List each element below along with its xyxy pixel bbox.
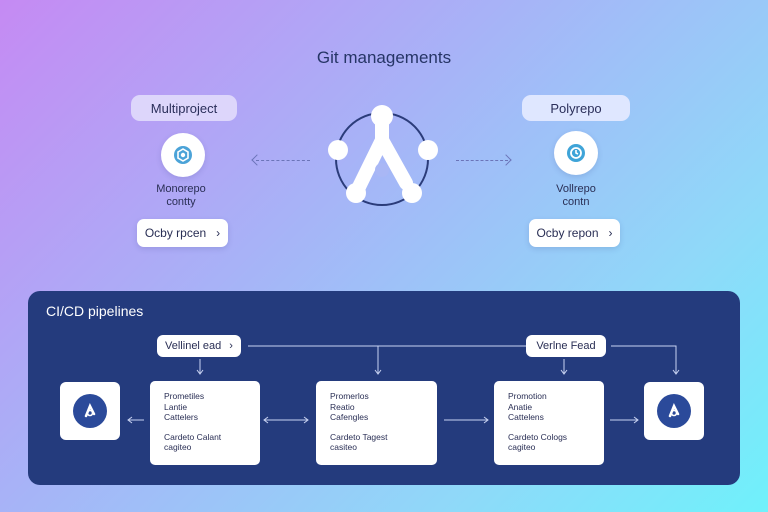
card-line: Cardeto Calant	[164, 431, 222, 442]
card-line: Cafengles	[330, 412, 369, 422]
card-line: cagiteo	[164, 442, 192, 452]
page-title: Git managements	[316, 48, 452, 67]
card-line: Lantie	[164, 401, 188, 412]
polyrepo-caption: Vollrepo contn	[521, 183, 631, 209]
left-repo-button-label: Ocby rpcen	[144, 226, 207, 240]
pipeline-source-box[interactable]	[60, 382, 120, 440]
polyrepo-label: Polyrepo	[522, 95, 630, 121]
left-dashed-connector	[256, 160, 310, 161]
card-line: Cardeto Cologs	[508, 431, 568, 442]
monorepo-icon	[161, 133, 205, 177]
cicd-panel-title: CI/CD pipelines	[46, 303, 144, 319]
arrow-left-icon	[251, 154, 263, 166]
pipeline-tag-left-label: Vellinel ead	[165, 340, 222, 352]
polyrepo-caption-line2: contn	[562, 196, 590, 208]
pipeline-tag-right-label: Verlne Fead	[536, 340, 596, 352]
chevron-right-icon: ›	[216, 226, 221, 240]
polyrepo-caption-line1: Vollrepo	[556, 183, 596, 195]
right-repo-button[interactable]: Ocby repon ›	[529, 219, 620, 247]
card-line: Reatio	[330, 401, 355, 412]
card-line: cagiteo	[508, 442, 536, 452]
monorepo-caption-line2: contty	[166, 196, 196, 208]
pipeline-stage-card-3[interactable]: Promotion Anatie Cattelens Cardeto Colog…	[494, 381, 604, 465]
pipeline-target-box[interactable]	[644, 382, 704, 440]
git-branch-hub-icon	[328, 105, 438, 206]
card-line: Promerlos	[330, 391, 369, 401]
card-line: Anatie	[508, 401, 533, 412]
right-repo-button-label: Ocby repon	[536, 226, 599, 240]
polyrepo-icon	[554, 131, 598, 175]
chevron-right-icon: ›	[608, 226, 613, 240]
pipeline-stage-card-1[interactable]: Prometiles Lantie Cattelers Cardeto Cala…	[150, 381, 260, 465]
left-repo-button[interactable]: Ocby rpcen ›	[137, 219, 228, 247]
card-line: Cattelens	[508, 412, 544, 422]
pipeline-logo-icon	[73, 394, 107, 428]
arrow-right-icon	[500, 154, 512, 166]
card-line: Cardeto Tagest	[330, 431, 388, 442]
card-line: Promotion	[508, 391, 547, 401]
cicd-panel: CI/CD pipelines Vellinel ead › Verlne Fe…	[28, 291, 740, 485]
monorepo-caption: Monorepo contty	[126, 183, 236, 209]
chevron-right-icon: ›	[229, 340, 233, 352]
right-dashed-connector	[456, 160, 508, 161]
pipeline-stage-card-2[interactable]: Promerlos Reatio Cafengles Cardeto Tages…	[316, 381, 437, 465]
monorepo-caption-line1: Monorepo	[156, 183, 206, 195]
card-line: casiteo	[330, 442, 357, 452]
pipeline-logo-icon	[657, 394, 691, 428]
multiproject-label: Multiproject	[131, 95, 237, 121]
card-line: Prometiles	[164, 391, 205, 401]
card-line: Cattelers	[164, 412, 199, 422]
pipeline-tag-right[interactable]: Verlne Fead	[526, 335, 606, 357]
pipeline-tag-left[interactable]: Vellinel ead ›	[157, 335, 241, 357]
